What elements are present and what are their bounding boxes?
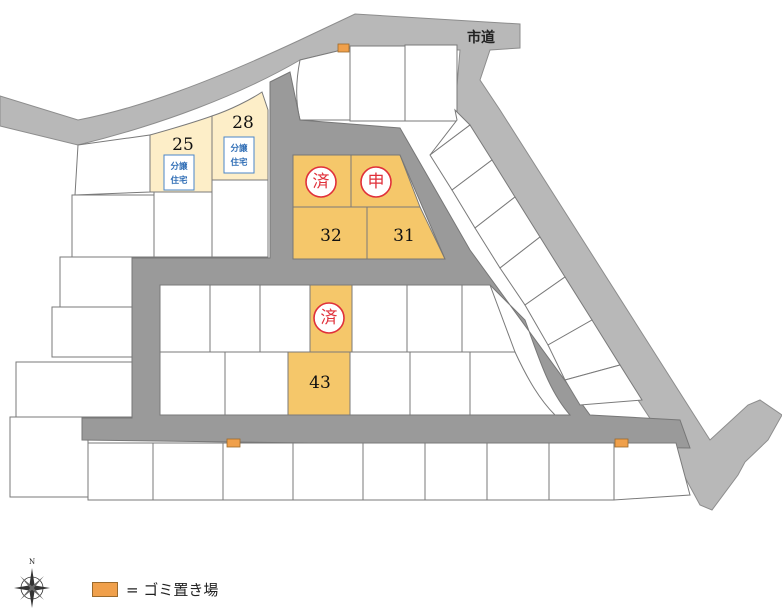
trash-point-icon bbox=[226, 438, 241, 448]
lot bbox=[159, 284, 211, 353]
stamp-circle bbox=[360, 166, 392, 198]
lot-group-center bbox=[159, 284, 557, 416]
lot bbox=[59, 256, 133, 308]
bunjo-tag-line: 分譲 bbox=[170, 161, 188, 172]
lot bbox=[349, 45, 406, 122]
inner-road bbox=[81, 71, 691, 449]
lot bbox=[152, 442, 224, 501]
stamp-text: 済 bbox=[321, 308, 338, 328]
lot-group-bottom bbox=[87, 442, 691, 501]
lot-number: 28 bbox=[232, 113, 254, 133]
lot bbox=[74, 134, 151, 196]
lot bbox=[469, 351, 557, 416]
lot bbox=[564, 364, 643, 406]
lot bbox=[211, 179, 269, 258]
lot bbox=[224, 351, 289, 416]
compass-north-label: N bbox=[29, 558, 35, 566]
lot bbox=[259, 284, 311, 353]
lot bbox=[461, 284, 516, 353]
lot bbox=[349, 351, 411, 416]
city-road bbox=[0, 13, 782, 511]
trash-point-icon bbox=[614, 438, 629, 448]
stamp-text: 申 bbox=[368, 172, 385, 192]
lot bbox=[409, 351, 471, 416]
lot bbox=[424, 442, 488, 501]
bunjo-tag-line: 住宅 bbox=[230, 157, 248, 168]
lot bbox=[209, 284, 261, 353]
lot bbox=[222, 442, 294, 501]
lot bbox=[548, 442, 615, 501]
lot bbox=[71, 194, 155, 258]
lot-number: 25 bbox=[172, 135, 194, 155]
lot-number: 31 bbox=[393, 226, 415, 246]
lot-number: 32 bbox=[320, 226, 342, 246]
bunjo-tag-box bbox=[163, 154, 195, 191]
bunjo-tag-line: 住宅 bbox=[170, 175, 188, 186]
lot bbox=[351, 284, 408, 353]
lot-group-left bbox=[9, 91, 269, 498]
bunjo-tag-line: 分譲 bbox=[230, 143, 248, 154]
stamp-lot-43: 済 bbox=[313, 302, 345, 334]
stamp-lot-32: 済 bbox=[305, 166, 337, 198]
lot bbox=[15, 361, 133, 418]
stamp-circle bbox=[305, 166, 337, 198]
lot-group-top bbox=[296, 44, 471, 156]
lot bbox=[406, 284, 463, 353]
bunjo-tag-25: 分譲 住宅 bbox=[163, 154, 195, 191]
lot bbox=[404, 44, 458, 122]
stamp-circle bbox=[313, 302, 345, 334]
city-road-label: 市道 bbox=[467, 29, 495, 46]
lot bbox=[486, 442, 550, 501]
lot bbox=[362, 442, 426, 501]
lot bbox=[296, 47, 351, 121]
lot bbox=[159, 351, 226, 416]
stamp-lot-31: 申 bbox=[360, 166, 392, 198]
legend-text: = ゴミ置き場 bbox=[126, 580, 219, 599]
lot bbox=[87, 442, 154, 501]
legend-swatch-trash bbox=[92, 581, 118, 597]
lot bbox=[292, 442, 364, 501]
lot-number: 43 bbox=[309, 373, 331, 393]
lot-43[interactable] bbox=[287, 351, 351, 416]
stamp-text: 済 bbox=[313, 172, 330, 192]
legend: = ゴミ置き場 bbox=[92, 577, 218, 601]
lot-group-diagonal bbox=[429, 124, 643, 406]
lot bbox=[51, 306, 133, 358]
bunjo-tag-28: 分譲 住宅 bbox=[223, 136, 255, 174]
trash-point-icon bbox=[337, 43, 350, 53]
bunjo-tag-box bbox=[223, 136, 255, 174]
lot bbox=[9, 416, 89, 498]
lot bbox=[153, 191, 213, 258]
compass-icon: N bbox=[14, 558, 50, 608]
lot bbox=[613, 442, 691, 501]
